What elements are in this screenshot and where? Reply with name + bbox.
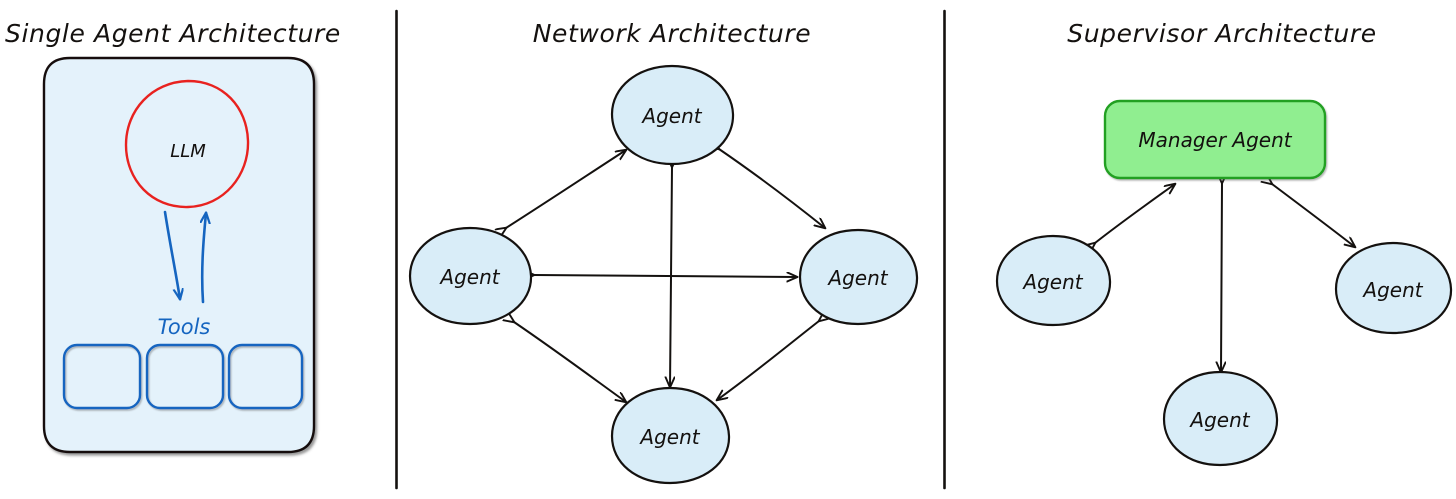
panel-title-supervisor: Supervisor Architecture	[1067, 19, 1376, 48]
panel-single-agent: Single Agent Architecture LLM Tools	[5, 19, 341, 454]
panel-title-network: Network Architecture	[533, 19, 811, 48]
tool-boxes	[62, 343, 304, 410]
agent-container	[42, 56, 316, 454]
network-node-left-label: Agent	[438, 265, 500, 289]
edge-network-right-bottom	[717, 321, 819, 400]
network-node-top[interactable]: Agent	[610, 64, 735, 166]
network-node-bottom[interactable]: Agent	[610, 386, 731, 485]
network-node-left[interactable]: Agent	[408, 226, 533, 326]
tools-label: Tools	[158, 315, 211, 339]
tool-box-1[interactable]	[62, 343, 142, 410]
edge-supervisor-manager-left	[1095, 184, 1175, 243]
edge-network-left-bottom	[514, 322, 626, 402]
supervisor-node-bottom[interactable]: Agent	[1162, 370, 1279, 467]
llm-circle	[124, 79, 250, 209]
tools-to-llm-arrow	[202, 213, 206, 304]
panel-network: Network Architecture Agent Agent	[408, 19, 919, 485]
manager-agent-node[interactable]	[1103, 99, 1327, 180]
supervisor-node-right[interactable]: Agent	[1334, 241, 1453, 335]
network-node-right-label: Agent	[826, 266, 888, 290]
edge-network-top-left	[506, 150, 626, 228]
manager-agent-label: Manager Agent	[1138, 128, 1292, 152]
supervisor-node-left[interactable]: Agent	[995, 234, 1112, 327]
supervisor-node-left-label: Agent	[1021, 270, 1083, 294]
llm-to-tools-arrow	[163, 210, 180, 299]
network-node-top-label: Agent	[640, 104, 702, 128]
panel-supervisor: Supervisor Architecture Manager Agent Ag…	[995, 19, 1453, 467]
llm-label: LLM	[170, 141, 206, 162]
edge-network-top-bottom	[670, 167, 672, 387]
edge-supervisor-manager-bottom	[1221, 183, 1222, 372]
tool-box-3[interactable]	[227, 343, 304, 410]
edge-supervisor-manager-right	[1272, 184, 1355, 247]
network-node-bottom-label: Agent	[638, 425, 700, 449]
edge-network-left-right	[534, 275, 797, 277]
supervisor-node-bottom-label: Agent	[1188, 408, 1250, 432]
network-node-right[interactable]: Agent	[798, 228, 919, 326]
tool-box-2[interactable]	[145, 343, 225, 410]
supervisor-node-right-label: Agent	[1361, 278, 1423, 302]
edge-network-top-right	[719, 149, 825, 228]
panel-title-single-agent: Single Agent Architecture	[5, 19, 341, 48]
